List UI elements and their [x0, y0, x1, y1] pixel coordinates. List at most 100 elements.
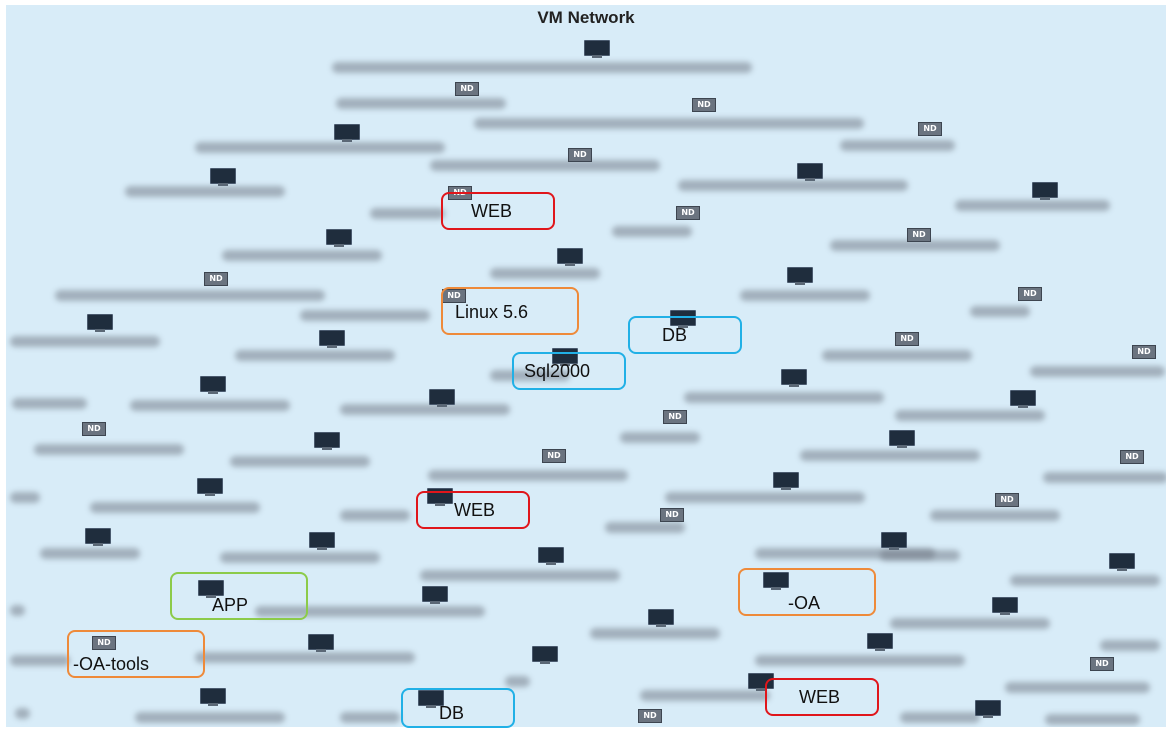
- highlight-linux[interactable]: Linux 5.6: [441, 287, 579, 335]
- monitor-icon[interactable]: [881, 532, 907, 552]
- monitor-icon[interactable]: [975, 700, 1001, 720]
- highlight-label: WEB: [471, 201, 513, 221]
- node-label-blurred: [90, 502, 260, 513]
- nd-badge-icon[interactable]: ND: [542, 449, 566, 463]
- node-label-blurred: [222, 250, 382, 261]
- monitor-icon[interactable]: [889, 430, 915, 450]
- node-label-blurred: [55, 290, 325, 301]
- monitor-screen: [781, 369, 807, 385]
- monitor-stand: [756, 688, 766, 691]
- node-label-blurred: [1030, 366, 1165, 377]
- monitor-stand: [206, 595, 216, 598]
- nd-badge-icon[interactable]: ND: [660, 508, 684, 522]
- monitor-icon[interactable]: [200, 376, 226, 396]
- monitor-icon[interactable]: [87, 314, 113, 334]
- nd-badge-icon[interactable]: ND: [895, 332, 919, 346]
- monitor-icon[interactable]: [787, 267, 813, 287]
- monitor-screen: [326, 229, 352, 245]
- highlight-db-1[interactable]: DB: [628, 316, 742, 354]
- monitor-screen: [309, 532, 335, 548]
- monitor-icon[interactable]: [1010, 390, 1036, 410]
- monitor-stand: [205, 493, 215, 496]
- monitor-stand: [1040, 197, 1050, 200]
- nd-badge-icon[interactable]: ND: [1090, 657, 1114, 671]
- monitor-icon[interactable]: [538, 547, 564, 567]
- monitor-icon[interactable]: [200, 688, 226, 708]
- highlight-web-2[interactable]: WEB: [416, 491, 530, 529]
- monitor-icon[interactable]: [557, 248, 583, 268]
- nd-badge-icon[interactable]: ND: [1120, 450, 1144, 464]
- node-label-blurred: [1005, 682, 1150, 693]
- monitor-icon[interactable]: [210, 168, 236, 188]
- node-label-blurred: [15, 708, 30, 719]
- highlight-oa-tools[interactable]: -OA-tools: [67, 630, 205, 678]
- monitor-icon[interactable]: [1109, 553, 1135, 573]
- monitor-icon[interactable]: [422, 586, 448, 606]
- highlight-app[interactable]: APP: [170, 572, 308, 620]
- nd-badge-icon[interactable]: ND: [204, 272, 228, 286]
- node-label-blurred: [955, 200, 1110, 211]
- monitor-stand: [795, 282, 805, 285]
- monitor-icon[interactable]: [85, 528, 111, 548]
- monitor-icon[interactable]: [326, 229, 352, 249]
- node-label-blurred: [10, 492, 40, 503]
- monitor-icon[interactable]: [198, 580, 224, 600]
- monitor-icon[interactable]: [314, 432, 340, 452]
- monitor-icon[interactable]: [309, 532, 335, 552]
- monitor-screen: [422, 586, 448, 602]
- monitor-stand: [430, 601, 440, 604]
- nd-badge-icon[interactable]: ND: [638, 709, 662, 723]
- node-label-blurred: [755, 655, 965, 666]
- highlight-web-1[interactable]: WEB: [441, 192, 555, 230]
- monitor-icon[interactable]: [197, 478, 223, 498]
- monitor-stand: [678, 325, 688, 328]
- node-label-blurred: [970, 306, 1030, 317]
- nd-badge-icon[interactable]: ND: [907, 228, 931, 242]
- nd-badge-icon[interactable]: ND: [1018, 287, 1042, 301]
- monitor-stand: [565, 263, 575, 266]
- nd-badge-icon[interactable]: ND: [82, 422, 106, 436]
- monitor-icon[interactable]: [334, 124, 360, 144]
- node-label-blurred: [340, 510, 410, 521]
- monitor-icon[interactable]: [763, 572, 789, 592]
- nd-badge-icon[interactable]: ND: [918, 122, 942, 136]
- monitor-icon[interactable]: [308, 634, 334, 654]
- nd-badge-icon[interactable]: ND: [455, 82, 479, 96]
- monitor-icon[interactable]: [797, 163, 823, 183]
- highlight-sql2000[interactable]: Sql2000: [512, 352, 626, 390]
- monitor-icon[interactable]: [418, 690, 444, 710]
- monitor-icon[interactable]: [532, 646, 558, 666]
- monitor-icon[interactable]: [319, 330, 345, 350]
- monitor-screen: [85, 528, 111, 544]
- monitor-stand: [342, 139, 352, 142]
- monitor-stand: [322, 447, 332, 450]
- highlight-label: -OA-tools: [73, 654, 150, 674]
- monitor-icon[interactable]: [773, 472, 799, 492]
- highlight-oa[interactable]: -OA: [738, 568, 876, 616]
- highlight-label: WEB: [454, 500, 496, 520]
- monitor-icon[interactable]: [584, 40, 610, 60]
- highlight-web-3[interactable]: WEB: [765, 678, 879, 716]
- monitor-icon[interactable]: [781, 369, 807, 389]
- monitor-icon[interactable]: [992, 597, 1018, 617]
- nd-badge-icon[interactable]: ND: [1132, 345, 1156, 359]
- monitor-icon[interactable]: [429, 389, 455, 409]
- nd-badge-icon[interactable]: ND: [995, 493, 1019, 507]
- monitor-screen: [557, 248, 583, 264]
- node-label-blurred: [490, 370, 570, 381]
- highlight-db-2[interactable]: DB: [401, 688, 515, 728]
- monitor-icon[interactable]: [648, 609, 674, 629]
- node-label-blurred: [300, 310, 430, 321]
- monitor-icon[interactable]: [1032, 182, 1058, 202]
- monitor-icon[interactable]: [867, 633, 893, 653]
- nd-badge-icon[interactable]: ND: [92, 636, 116, 650]
- nd-badge-icon[interactable]: ND: [692, 98, 716, 112]
- node-label-blurred: [490, 268, 600, 279]
- node-label-blurred: [830, 240, 1000, 251]
- nd-badge-icon[interactable]: ND: [568, 148, 592, 162]
- monitor-stand: [656, 624, 666, 627]
- monitor-screen: [992, 597, 1018, 613]
- monitor-icon[interactable]: [670, 310, 696, 330]
- nd-badge-icon[interactable]: ND: [663, 410, 687, 424]
- nd-badge-icon[interactable]: ND: [676, 206, 700, 220]
